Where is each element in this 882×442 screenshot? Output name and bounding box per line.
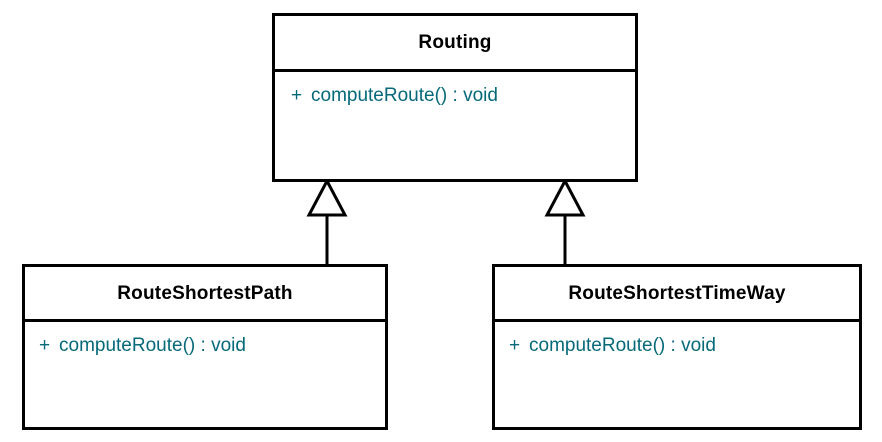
member-visibility-icon: + — [509, 335, 521, 356]
inheritance-triangle-icon — [306, 177, 348, 217]
class-box-routing[interactable]: Routing + computeRoute() : void — [272, 13, 638, 182]
member-row[interactable]: + computeRoute() : void — [509, 335, 859, 357]
generalization-edge-route-shortest-time-way[interactable] — [533, 177, 603, 268]
inheritance-triangle-icon — [544, 177, 586, 217]
class-header-routing: Routing — [275, 16, 635, 72]
class-members-route-shortest-path: + computeRoute() : void — [25, 322, 385, 427]
class-header-route-shortest-path: RouteShortestPath — [25, 267, 385, 322]
class-name-route-shortest-path: RouteShortestPath — [117, 282, 293, 304]
generalization-edge-route-shortest-path[interactable] — [295, 177, 365, 268]
class-header-route-shortest-time-way: RouteShortestTimeWay — [495, 267, 859, 322]
member-visibility-icon: + — [291, 85, 303, 106]
class-members-routing: + computeRoute() : void — [275, 72, 635, 179]
member-row[interactable]: + computeRoute() : void — [39, 335, 385, 357]
class-name-routing: Routing — [418, 32, 492, 53]
member-row[interactable]: + computeRoute() : void — [291, 85, 635, 107]
class-name-route-shortest-time-way: RouteShortestTimeWay — [568, 282, 786, 304]
member-signature: computeRoute() : void — [59, 335, 246, 356]
member-signature: computeRoute() : void — [311, 85, 498, 106]
member-signature: computeRoute() : void — [529, 335, 716, 356]
member-visibility-icon: + — [39, 335, 51, 356]
class-box-route-shortest-time-way[interactable]: RouteShortestTimeWay + computeRoute() : … — [492, 264, 862, 430]
class-box-route-shortest-path[interactable]: RouteShortestPath + computeRoute() : voi… — [22, 264, 388, 430]
class-members-route-shortest-time-way: + computeRoute() : void — [495, 322, 859, 427]
